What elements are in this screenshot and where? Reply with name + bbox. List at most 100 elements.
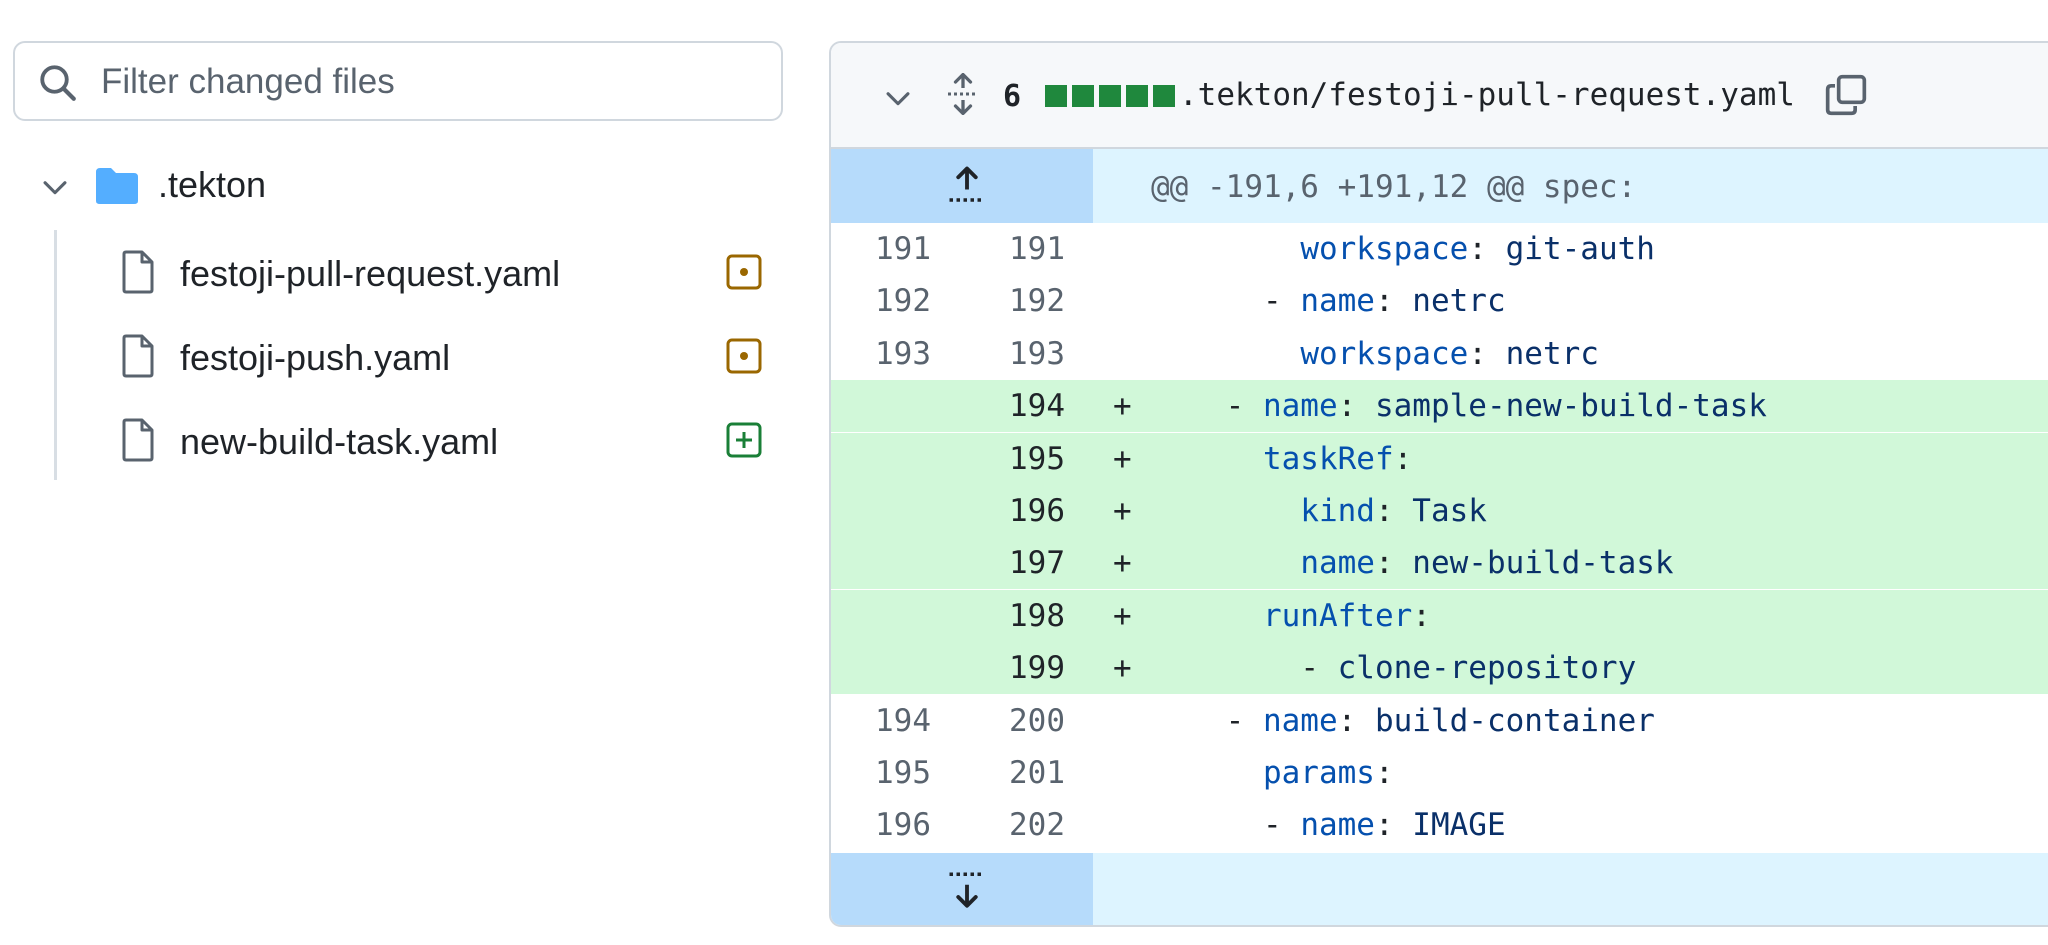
old-line-number[interactable]: 195 [875, 755, 931, 791]
code-colon: : [1393, 440, 1413, 477]
code-colon: : [1337, 702, 1375, 739]
new-line-number[interactable]: 201 [1009, 755, 1065, 791]
code-text: workspace: netrc [1151, 336, 1599, 372]
diff-marker: + [1113, 388, 1132, 425]
code-text: workspace: git-auth [1151, 231, 1655, 267]
diffstat-blocks [1045, 85, 1175, 107]
file-icon [122, 250, 154, 294]
diff-file-header: 6 .tekton/festoji-pull-request.yaml [831, 43, 2048, 149]
code-value: sample-new-build-task [1374, 388, 1767, 425]
file-name: festoji-pull-request.yaml [180, 253, 561, 294]
new-line-number[interactable]: 198 [1009, 597, 1065, 634]
tree-indent-guide [54, 230, 57, 480]
file-icon [122, 334, 154, 378]
code-value: clone-repository [1337, 650, 1637, 687]
diff-marker: + [1113, 493, 1132, 529]
code-indent [1151, 807, 1263, 843]
diff-line-added: 194+ - name: sample-new-build-task [831, 380, 2048, 433]
new-line-number[interactable]: 193 [1009, 335, 1065, 372]
code-value: new-build-task [1412, 545, 1674, 582]
new-line-number[interactable]: 199 [1009, 650, 1065, 687]
hunk-header: @@ -191,6 +191,12 @@ spec: [831, 149, 2048, 223]
code-key: name [1262, 702, 1338, 739]
code-dash: - [1300, 650, 1338, 687]
diffstat-block [1126, 85, 1148, 107]
code-indent [1151, 336, 1300, 372]
diff-line-added: 195+ taskRef: [831, 432, 2048, 485]
code-colon: : [1337, 388, 1375, 425]
old-line-number[interactable]: 192 [875, 283, 931, 320]
code-dash: - [1262, 283, 1301, 320]
chevron-down-icon[interactable] [38, 170, 72, 204]
diff-line-added: 196+ kind: Task [831, 485, 2048, 537]
diff-line-added: 198+ runAfter: [831, 589, 2048, 642]
code-colon: : [1374, 283, 1413, 320]
diffstat-block [1153, 85, 1175, 107]
diff-line-added: 199 + - clone-repository [831, 642, 2048, 695]
diff-line-context: 195 201 params: [831, 747, 2048, 799]
code-text: - name: netrc [1151, 283, 1506, 319]
code-dash: - [1225, 702, 1263, 739]
old-line-number[interactable]: 191 [875, 231, 931, 267]
hunk-header-text: @@ -191,6 +191,12 @@ spec: [1151, 169, 1637, 205]
hunk-body [1093, 149, 2048, 223]
new-line-number[interactable]: 192 [1009, 283, 1065, 320]
diff-line-context: 192 192 - name: netrc [831, 275, 2048, 327]
tree-file-item[interactable]: festoji-pull-request.yaml [0, 232, 790, 312]
diffstat-block [1045, 85, 1067, 107]
code-key: params [1262, 755, 1375, 791]
file-modified-icon [726, 254, 762, 290]
new-line-number[interactable]: 197 [1009, 545, 1065, 582]
code-indent [1151, 283, 1263, 319]
diff-line-context: 193 193 workspace: netrc [831, 328, 2048, 380]
old-line-number[interactable]: 194 [875, 702, 931, 739]
code-indent [1151, 598, 1263, 634]
code-text: - name: IMAGE [1151, 807, 1506, 843]
code-key: workspace [1300, 231, 1469, 267]
copy-icon[interactable] [1824, 73, 1868, 117]
code-colon: : [1374, 545, 1413, 582]
code-indent [1151, 388, 1226, 424]
code-key: taskRef [1262, 440, 1394, 477]
code-dash: - [1262, 807, 1301, 844]
file-modified-icon [726, 338, 762, 374]
expand-all-icon[interactable] [945, 73, 981, 115]
code-key: name [1300, 807, 1375, 844]
code-text: runAfter: [1151, 598, 1431, 634]
filter-changed-files-input[interactable] [99, 53, 763, 111]
file-added-icon [726, 422, 762, 458]
new-line-number[interactable]: 200 [1009, 702, 1065, 739]
code-colon: : [1374, 493, 1413, 529]
code-indent [1151, 755, 1263, 791]
folder-label: .tekton [158, 164, 267, 205]
new-line-number[interactable]: 196 [1009, 493, 1065, 529]
new-line-number[interactable]: 195 [1009, 440, 1065, 477]
new-line-number[interactable]: 202 [1009, 807, 1065, 844]
diff-line-context: 191 191 workspace: git-auth [831, 223, 2048, 275]
tree-file-item[interactable]: new-build-task.yaml [0, 400, 790, 480]
code-indent [1151, 493, 1300, 529]
filter-box[interactable] [13, 41, 783, 121]
diff-marker: + [1113, 650, 1132, 687]
diff-panel: 6 .tekton/festoji-pull-request.yaml @@ -… [829, 41, 2048, 927]
diff-file-path[interactable]: .tekton/festoji-pull-request.yaml [1179, 77, 1795, 113]
code-key: name [1300, 545, 1375, 582]
tree-folder-tekton[interactable]: .tekton [0, 152, 790, 222]
new-line-number[interactable]: 194 [1009, 388, 1065, 425]
code-text: taskRef: [1151, 441, 1412, 477]
expand-down-icon[interactable] [945, 869, 989, 911]
old-line-number[interactable]: 193 [875, 335, 931, 372]
chevron-down-icon[interactable] [881, 81, 915, 115]
diff-marker: + [1113, 545, 1132, 582]
code-value: build-container [1374, 702, 1655, 739]
tree-file-item[interactable]: festoji-push.yaml [0, 316, 790, 396]
new-line-number[interactable]: 191 [1009, 231, 1065, 267]
code-key: name [1300, 283, 1375, 320]
diffstat-block [1072, 85, 1094, 107]
expand-up-icon[interactable] [945, 165, 989, 207]
code-colon: : [1374, 755, 1394, 791]
diff-line-added: 197 + name: new-build-task [831, 537, 2048, 590]
code-key: runAfter [1262, 597, 1413, 634]
code-indent [1151, 650, 1300, 686]
old-line-number[interactable]: 196 [875, 807, 931, 844]
